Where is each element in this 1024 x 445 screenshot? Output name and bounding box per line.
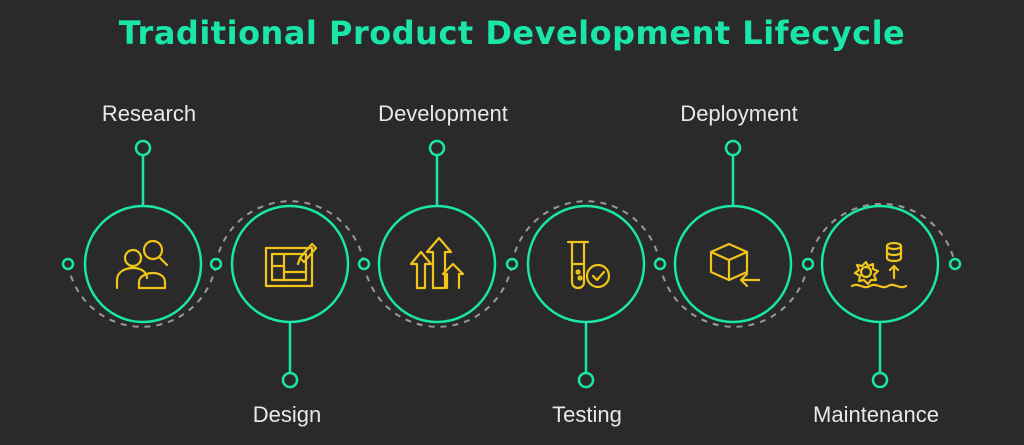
stage-circle-testing	[526, 204, 646, 324]
stage-circle-deployment	[673, 204, 793, 324]
stage-label-testing: Testing	[552, 402, 622, 427]
stem-dot-maintenance	[871, 371, 889, 389]
junction-dots	[61, 257, 962, 271]
connector-arc	[511, 200, 661, 265]
stem-lines	[134, 139, 889, 389]
connector-arc	[363, 263, 513, 328]
stage-circle-development	[377, 204, 497, 324]
box-deploy-arrow-icon	[709, 242, 761, 288]
stem-dot-testing	[577, 371, 595, 389]
junction-dot	[653, 257, 667, 271]
stage-circle-design	[230, 204, 350, 324]
stage-circles	[83, 204, 940, 324]
connector-arc	[659, 263, 809, 328]
page-title: Traditional Product Development Lifecycl…	[118, 14, 906, 52]
research-people-magnifier-icon	[115, 239, 169, 290]
stage-label-design: Design	[252, 402, 322, 427]
stage-label-deployment: Deployment	[680, 101, 798, 126]
connector-arc	[807, 203, 956, 265]
stem-dot-development	[428, 139, 446, 157]
stage-label-maintenance: Maintenance	[813, 402, 939, 427]
connector-arc	[215, 200, 365, 265]
connector-arc	[67, 263, 217, 328]
stage-label-development: Development	[378, 101, 508, 126]
junction-dot	[209, 257, 223, 271]
stem-dot-design	[281, 371, 299, 389]
stage-label-research: Research	[101, 101, 197, 126]
test-tube-check-icon	[566, 240, 611, 290]
stage-circle-maintenance	[820, 204, 940, 324]
junction-dot	[948, 257, 962, 271]
junction-dot	[801, 257, 815, 271]
growth-arrows-icon	[409, 236, 465, 290]
stage-circle-research	[83, 204, 203, 324]
junction-dot	[357, 257, 371, 271]
blueprint-design-icon	[264, 242, 318, 288]
junction-dot	[505, 257, 519, 271]
stem-dot-research	[134, 139, 152, 157]
stem-dot-deployment	[724, 139, 742, 157]
junction-dot	[61, 257, 75, 271]
dashed-connectors	[67, 200, 956, 328]
gear-database-maintenance-icon	[850, 241, 908, 289]
